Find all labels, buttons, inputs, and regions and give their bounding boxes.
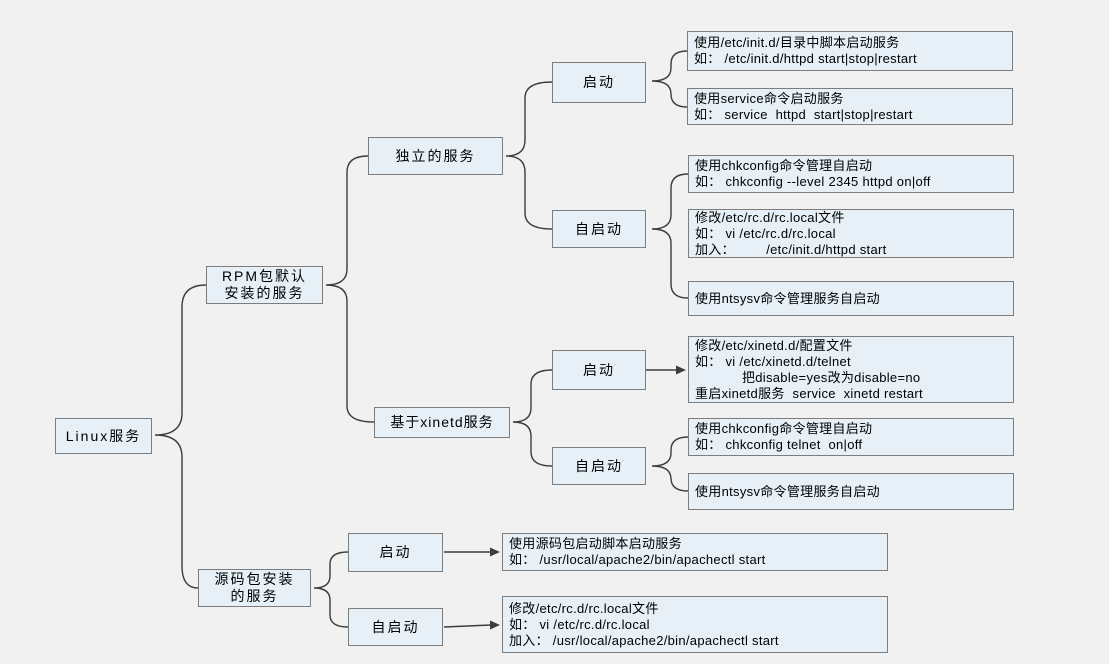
leaf-source-rclocal-text: 修改/etc/rc.d/rc.local文件 如： vi /etc/rc.d/r… [509,600,779,648]
leaf-chkconfig-telnet-text: 使用chkconfig命令管理自启动 如： chkconfig telnet o… [695,421,873,452]
node-linux-services-label: Linux服务 [65,427,142,444]
arrowhead-icon [490,620,500,630]
leaf-ntsysv-independent: 使用ntsysv命令管理服务自启动 [688,281,1014,316]
node-xinetd-based-services: 基于xinetd服务 [374,407,510,438]
branch-autostart-xinetd-label: 自启动 [575,457,623,474]
arrowhead-icon [676,365,686,375]
leaf-source-rclocal: 修改/etc/rc.d/rc.local文件 如： vi /etc/rc.d/r… [502,596,888,653]
leaf-initd-script-start-text: 使用/etc/init.d/目录中脚本启动服务 如： /etc/init.d/h… [694,35,917,66]
leaf-service-command-start: 使用service命令启动服务 如： service httpd start|s… [687,88,1013,125]
node-rpm-default-services-label: RPM包默认 安装的服务 [221,268,308,301]
leaf-xinetd-config-start: 修改/etc/xinetd.d/配置文件 如： vi /etc/xinetd.d… [688,336,1014,403]
branch-autostart-source-label: 自启动 [371,618,420,635]
node-xinetd-based-services-label: 基于xinetd服务 [390,414,494,430]
branch-start-independent: 启动 [552,62,646,103]
brace-connector [651,436,689,492]
brace-connector [505,81,553,230]
branch-start-xinetd-label: 启动 [583,361,615,378]
leaf-ntsysv-independent-text: 使用ntsysv命令管理服务自启动 [695,290,880,306]
arrowhead-icon [490,547,500,557]
node-independent-services: 独立的服务 [368,137,503,175]
branch-autostart-independent: 自启动 [552,210,646,248]
brace-connector [651,50,688,108]
leaf-ntsysv-xinetd: 使用ntsysv命令管理服务自启动 [688,473,1014,510]
node-rpm-default-services: RPM包默认 安装的服务 [206,266,323,304]
branch-autostart-independent-label: 自启动 [575,220,623,237]
branch-start-xinetd: 启动 [552,350,646,390]
branch-start-source: 启动 [348,533,443,572]
leaf-rclocal-httpd: 修改/etc/rc.d/rc.local文件 如： vi /etc/rc.d/r… [688,209,1014,258]
brace-connector [512,369,553,467]
leaf-chkconfig-autostart-httpd: 使用chkconfig命令管理自启动 如： chkconfig --level … [688,155,1014,193]
leaf-rclocal-httpd-text: 修改/etc/rc.d/rc.local文件 如： vi /etc/rc.d/r… [695,209,887,257]
branch-start-independent-label: 启动 [583,74,615,90]
leaf-initd-script-start: 使用/etc/init.d/目录中脚本启动服务 如： /etc/init.d/h… [687,31,1013,71]
leaf-service-command-start-text: 使用service命令启动服务 如： service httpd start|s… [694,90,913,122]
leaf-ntsysv-xinetd-text: 使用ntsysv命令管理服务自启动 [695,483,880,499]
leaf-chkconfig-autostart-httpd-text: 使用chkconfig命令管理自启动 如： chkconfig --level … [695,158,931,189]
brace-connector [154,284,207,589]
leaf-source-script-start: 使用源码包启动脚本启动服务 如： /usr/local/apache2/bin/… [502,533,888,571]
node-source-package-services-label: 源码包安装 的服务 [214,571,295,604]
branch-autostart-xinetd: 自启动 [552,447,646,485]
arrow-connector [443,624,492,628]
leaf-chkconfig-telnet: 使用chkconfig命令管理自启动 如： chkconfig telnet o… [688,418,1014,456]
branch-start-source-label: 启动 [379,544,412,560]
brace-connector [651,173,689,299]
branch-autostart-source: 自启动 [348,608,443,646]
leaf-source-script-start-text: 使用源码包启动脚本启动服务 如： /usr/local/apache2/bin/… [509,536,766,567]
brace-connector [313,551,349,628]
leaf-xinetd-config-start-text: 修改/etc/xinetd.d/配置文件 如： vi /etc/xinetd.d… [695,337,923,401]
brace-connector [325,155,375,423]
node-linux-services: Linux服务 [55,418,152,454]
node-source-package-services: 源码包安装 的服务 [198,569,311,607]
node-independent-services-label: 独立的服务 [395,147,476,164]
